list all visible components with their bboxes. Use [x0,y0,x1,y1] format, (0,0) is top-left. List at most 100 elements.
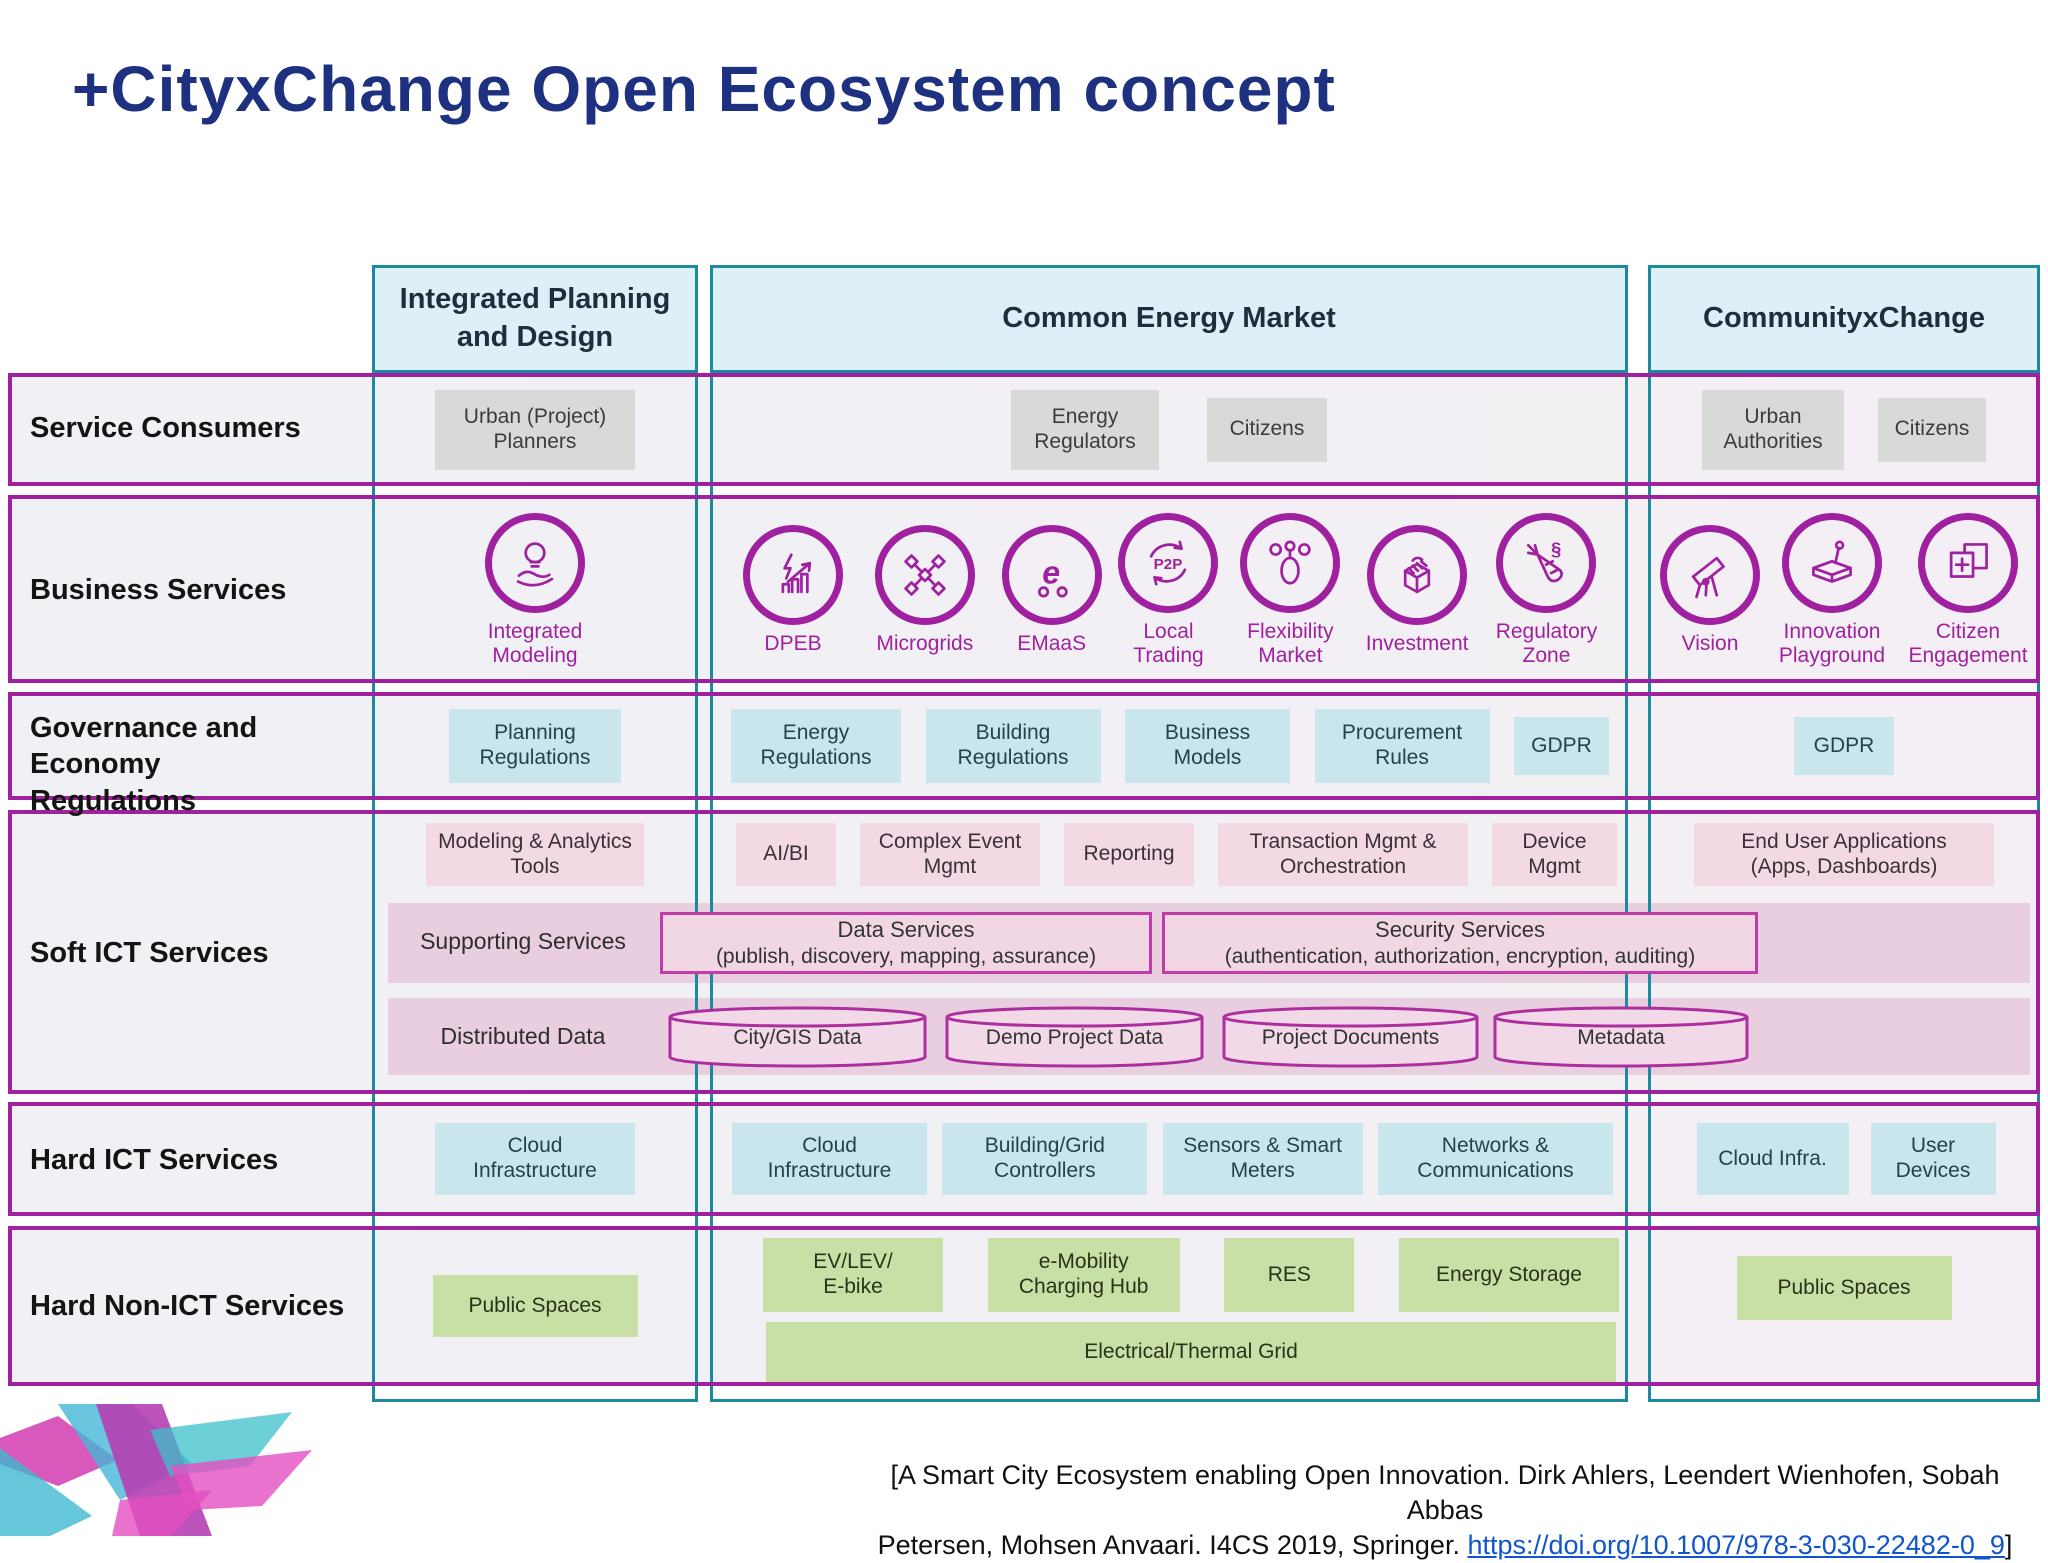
cylinder-label: City/GIS Data [733,1026,862,1049]
row-hard-ict-border [8,1102,2040,1216]
consumer-box: Urban Authorities [1702,389,1844,470]
hard-non-ict-energy-grid-cell: Electrical/Thermal Grid [766,1322,1616,1382]
soft-box: Modeling & Analytics Tools [426,823,644,886]
citation-line1: [A Smart City Ecosystem enabling Open In… [890,1460,2000,1526]
local-trading-ring: P2P [1118,513,1219,614]
row-business-services-border [8,495,2040,683]
green-box: RES [1224,1238,1355,1312]
row-hard-non-ict-border [8,1226,2040,1386]
soft-box: Device Mgmt [1492,823,1617,886]
hard-non-ict-planning-cell: Public Spaces [372,1226,698,1386]
dpeb-ring [743,524,843,625]
consumer-box: Citizens [1207,397,1327,462]
hard-box: Cloud Infrastructure [435,1123,635,1195]
innovation-playground-icon [1812,540,1852,584]
data-services-box: Data Services (publish, discovery, mappi… [660,912,1152,974]
cylinder-icon [668,1006,927,1068]
hard-ict-energy-cell: Cloud Infrastructure Building/Grid Contr… [720,1102,1625,1216]
lane-header-label: Common Energy Market [1002,302,1336,335]
hard-box: Building/Grid Controllers [942,1123,1148,1195]
biz-dpeb: DPEB [738,524,848,655]
biz-emaas: e EMaaS [1001,524,1102,655]
citizen-engagement-ring [1918,513,2018,614]
business-community-cell: Vision Innovation Playground Citizen Eng… [1652,502,2040,678]
biz-regulatory-zone: § Regulatory Zone [1489,513,1604,667]
citation-line2-text: Petersen, Mohsen Anvaari. I4CS 2019, Spr… [877,1530,1468,1561]
governance-community-cell: GDPR [1648,692,2040,800]
row-label-governance: Governance and Economy Regulations [30,712,258,817]
biz-innovation-playground: Innovation Playground [1768,513,1896,667]
biz-label: Regulatory Zone [1495,620,1598,667]
supporting-services-label: Supporting Services [420,928,626,954]
data-services-title: Data Services [837,917,975,943]
data-services-detail: (publish, discovery, mapping, assurance) [715,944,1097,968]
service-consumers-energy-cell: Energy Regulators Citizens [710,373,1628,486]
soft-box: End User Applications (Apps, Dashboards) [1694,823,1994,886]
microgrids-ring [874,524,975,625]
biz-label: EMaaS [1017,631,1087,655]
investment-icon [1403,556,1431,594]
business-planning-cell: Integrated Modeling [372,502,698,678]
lane-header-label: Integrated Planning and Design [399,283,671,353]
soft-box: AI/BI [736,823,836,886]
innovation-playground-ring [1782,513,1882,614]
distributed-data-band [388,998,2030,1075]
row-label-business-services: Business Services [30,574,287,606]
flexibility-market-icon [1269,540,1312,586]
cylinder-project-documents: Project Documents [1219,1004,1482,1070]
biz-label: Innovation Playground [1778,620,1886,667]
green-box: Public Spaces [1736,1256,1952,1320]
flexibility-market-ring [1240,513,1341,614]
cylinder-city-gis-data: City/GIS Data [665,1004,930,1070]
green-box-wide: Electrical/Thermal Grid [766,1322,1616,1382]
cityxchange-logo [0,1404,312,1536]
cylinder-demo-project-data: Demo Project Data [942,1004,1207,1070]
regulation-box: Building Regulations [925,709,1101,783]
cylinder-label: Project Documents [1261,1026,1440,1049]
dpeb-icon [781,553,812,594]
citizen-engagement-icon [1949,543,1988,579]
soft-ict-planning-cell: Modeling & Analytics Tools [372,823,698,886]
regulation-box: Procurement Rules [1314,709,1490,783]
lane-header-common-energy-market: Common Energy Market [710,265,1628,373]
lane-header-label: CommunityxChange [1703,302,1985,335]
cylinder-label: Metadata [1577,1026,1665,1049]
biz-citizen-engagement: Citizen Engagement [1904,513,2032,667]
biz-label: DPEB [764,631,822,655]
security-services-box: Security Services (authentication, autho… [1162,912,1758,974]
biz-label: Investment [1365,631,1469,655]
hard-box: Cloud Infra. [1696,1123,1849,1195]
vision-ring [1660,524,1760,625]
page-title: +CityxChange Open Ecosystem concept [72,53,1336,125]
regulation-box: Planning Regulations [449,709,621,783]
biz-local-trading: P2P Local Trading [1118,513,1219,667]
green-box: EV/LEV/ E-bike [763,1238,943,1312]
biz-label: Local Trading [1133,620,1204,667]
local-trading-icon: P2P [1150,540,1187,586]
hard-non-ict-energy-top-cell: EV/LEV/ E-bike e-Mobility Charging Hub R… [763,1238,1619,1312]
hard-ict-community-cell: Cloud Infra. User Devices [1652,1102,2040,1216]
soft-box: Transaction Mgmt & Orchestration [1218,823,1468,886]
row-governance-border [8,692,2040,800]
integrated-modeling-ring [485,513,585,614]
biz-label: Citizen Engagement [1908,620,2028,667]
biz-investment: Investment [1362,524,1472,655]
regulation-box: Business Models [1125,709,1290,783]
regulatory-zone-ring: § [1496,513,1597,614]
consumer-box: Energy Regulators [1011,389,1159,470]
soft-box: Reporting [1064,823,1194,886]
service-consumers-community-cell: Urban Authorities Citizens [1648,373,2040,486]
row-label-service-consumers: Service Consumers [30,412,301,444]
biz-label: Flexibility Market [1247,620,1334,667]
soft-ict-community-cell: End User Applications (Apps, Dashboards) [1648,823,2040,886]
doi-link[interactable]: https://doi.org/10.1007/978-3-030-22482-… [1467,1530,2005,1561]
svg-text:§: § [1551,539,1561,560]
green-box: Energy Storage [1398,1238,1619,1312]
svg-text:P2P: P2P [1154,556,1183,573]
cylinder-icon [1222,1006,1479,1068]
row-soft-ict-border [8,810,2040,1094]
citation-line2: Petersen, Mohsen Anvaari. I4CS 2019, Spr… [850,1528,2040,1563]
lane-header-communityxchange: CommunityxChange [1648,265,2040,373]
cylinder-icon [945,1006,1204,1068]
row-label-hard-ict: Hard ICT Services [30,1144,279,1176]
